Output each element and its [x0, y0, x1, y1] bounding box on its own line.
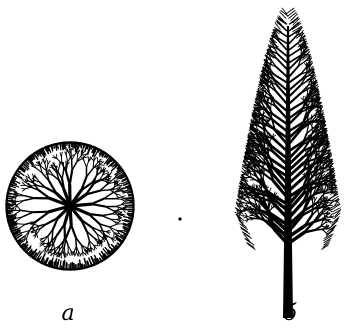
branch-stroke: [66, 225, 71, 238]
branch-stroke: [48, 236, 49, 242]
branch-stroke: [290, 43, 299, 50]
branch-stroke: [267, 138, 268, 145]
branch-stroke: [122, 205, 126, 206]
branch-stroke: [315, 197, 317, 200]
branch-stroke: [62, 171, 63, 179]
branch-stroke: [75, 252, 77, 256]
branch-stroke: [22, 183, 25, 186]
branch-stroke: [117, 185, 123, 186]
branch-stroke: [102, 214, 112, 216]
conical-tree-elevation: [235, 8, 340, 318]
branch-stroke: [114, 199, 121, 200]
branch-stroke: [76, 252, 78, 256]
caption-a: а: [53, 300, 83, 328]
branch-stroke: [313, 72, 314, 73]
branch-stroke: [21, 210, 33, 212]
caption-b: б: [275, 300, 305, 328]
branch-stroke: [246, 217, 249, 219]
branch-stroke: [84, 161, 87, 168]
branch-stroke: [247, 243, 254, 248]
branch-stroke: [109, 172, 112, 176]
branch-stroke: [304, 97, 305, 101]
branch-stroke: [322, 229, 326, 232]
branch-stroke: [87, 161, 89, 167]
branch-stroke: [70, 170, 72, 185]
branch-stroke: [243, 233, 251, 239]
branch-stroke: [61, 152, 62, 157]
branch-stroke: [269, 193, 270, 201]
branch-stroke: [261, 174, 262, 181]
branch-stroke: [61, 157, 62, 163]
branch-stroke: [51, 250, 52, 255]
branch-stroke: [67, 156, 68, 162]
branch-stroke: [36, 212, 49, 222]
branch-stroke: [17, 224, 25, 225]
branch-stroke: [71, 154, 72, 161]
branch-stroke: [241, 229, 249, 234]
branch-stroke: [71, 149, 72, 154]
round-crown-plan-view: [6, 142, 134, 270]
branch-stroke: [271, 102, 272, 109]
branch-stroke: [99, 165, 104, 166]
branch-stroke: [33, 212, 49, 213]
trunk: [283, 26, 293, 318]
branch-stroke: [11, 201, 16, 202]
branch-stroke: [18, 224, 25, 228]
branch-stroke: [76, 238, 77, 247]
branch-stroke: [87, 168, 94, 177]
branch-stroke: [100, 190, 110, 191]
branch-stroke: [57, 224, 65, 235]
branch-stroke: [246, 239, 254, 245]
branch-stroke: [88, 241, 90, 248]
branch-stroke: [91, 199, 104, 204]
branch-stroke: [110, 224, 118, 227]
trunk-centre: [65, 201, 75, 211]
branch-stroke: [330, 217, 334, 218]
branch-stroke: [307, 87, 308, 90]
stray-dot: [178, 217, 181, 220]
branch-stroke: [104, 193, 113, 199]
branch-stroke: [58, 166, 60, 172]
branch-stroke: [68, 157, 71, 162]
branch-stroke: [22, 212, 33, 217]
branch-stroke: [102, 216, 110, 219]
branch-stroke: [263, 118, 264, 123]
branch-stroke: [67, 252, 68, 257]
branch-stroke: [277, 67, 287, 76]
branch-stroke: [78, 251, 79, 255]
branch-stroke: [83, 156, 84, 161]
branch-stroke: [287, 11, 295, 17]
branch-stroke: [290, 49, 300, 56]
branch-stroke: [101, 180, 107, 181]
branch-stroke: [315, 229, 322, 230]
branch-stroke: [116, 205, 122, 207]
branch-stroke: [268, 70, 269, 76]
branch-stroke: [13, 210, 20, 215]
branch-stroke: [330, 194, 338, 199]
branch-stroke: [63, 246, 64, 252]
branch-stroke: [47, 165, 48, 171]
branch-stroke: [71, 225, 76, 238]
branch-stroke: [289, 13, 297, 19]
branch-stroke: [72, 160, 73, 170]
branch-stroke: [267, 99, 268, 103]
branch-stroke: [286, 8, 294, 14]
branch-stroke: [107, 241, 108, 246]
branch-stroke: [91, 204, 105, 207]
branch-stroke: [59, 253, 60, 258]
branch-stroke: [72, 162, 77, 171]
branch-stroke: [45, 159, 47, 164]
branch-stroke: [321, 226, 325, 227]
branch-stroke: [25, 196, 35, 198]
